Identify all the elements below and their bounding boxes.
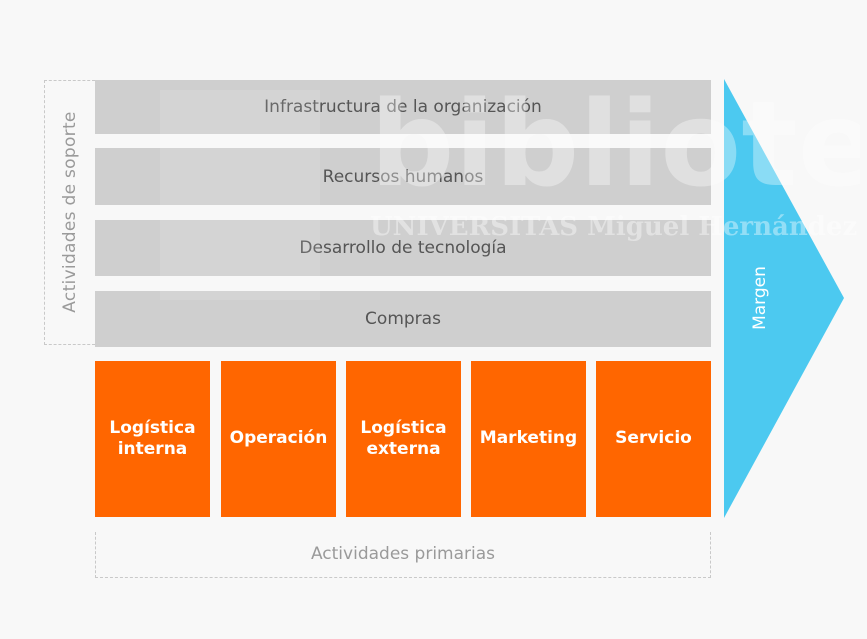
primary-box-label-line2: externa (366, 439, 441, 459)
support-row-technology: Desarrollo de tecnología (95, 220, 711, 276)
margin-label: Margen (750, 266, 770, 330)
primary-box-outbound-logistics: Logística externa (346, 361, 461, 517)
primary-box-label-line1: Logística (360, 417, 447, 438)
margin-arrow-shape (724, 79, 844, 518)
primary-box-label-line1: Servicio (615, 428, 692, 449)
support-row-label: Recursos humanos (322, 166, 484, 187)
support-row-infrastructure: Infrastructura de la organización (95, 80, 711, 134)
support-row-human-resources: Recursos humanos (95, 148, 711, 205)
support-row-label: Desarrollo de tecnología (299, 238, 507, 258)
support-row-label: Infrastructura de la organización (264, 97, 542, 117)
support-activities-label: Actividades de soporte (60, 111, 80, 313)
margin-arrow (724, 79, 844, 518)
primary-box-operations: Operación (221, 361, 336, 517)
primary-box-label-line1: Logística (109, 417, 196, 438)
primary-activities-bracket: Actividades primarias (95, 532, 711, 578)
support-row-label: Compras (365, 309, 441, 329)
primary-activities-label: Actividades primarias (310, 543, 496, 564)
primary-box-label-line1: Marketing (479, 428, 578, 449)
primary-box-label-line2: interna (117, 439, 188, 459)
support-activities-bracket (44, 80, 95, 345)
primary-box-label-line1: Operación (229, 428, 328, 449)
primary-box-inbound-logistics: Logística interna (95, 361, 210, 517)
support-row-procurement: Compras (95, 291, 711, 347)
primary-box-service: Servicio (596, 361, 711, 517)
primary-box-marketing: Marketing (471, 361, 586, 517)
